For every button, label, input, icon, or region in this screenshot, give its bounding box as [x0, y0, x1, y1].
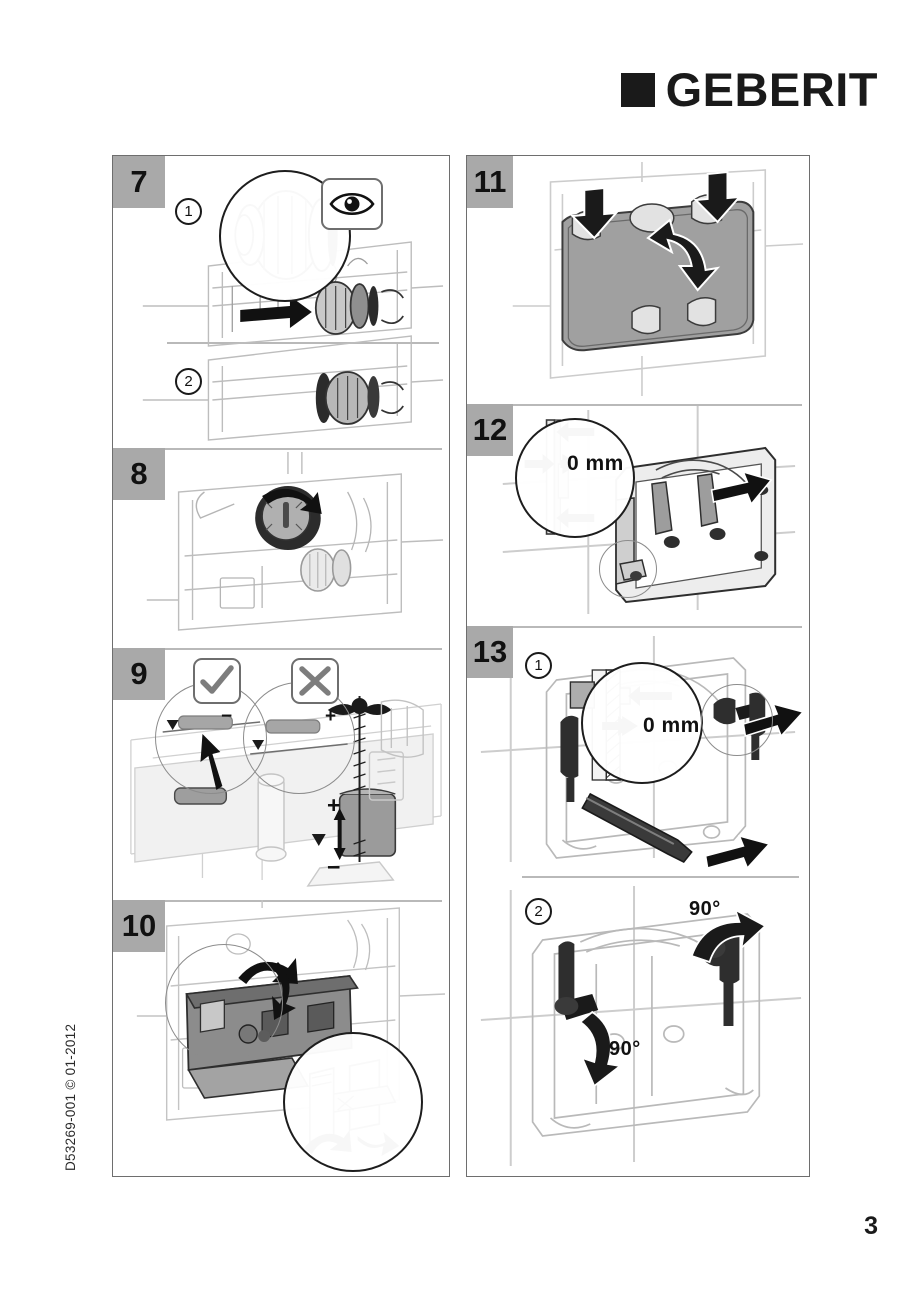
- measurement-label-13: 0 mm: [643, 714, 700, 737]
- step-panel-12: 12 0 mm: [467, 404, 809, 626]
- plus-label-upper: +: [325, 706, 337, 727]
- illustration-step-8: [113, 448, 449, 648]
- measurement-label-12: 0 mm: [567, 452, 624, 475]
- brand-square-icon: [620, 72, 655, 107]
- angle-label-upper: 90°: [689, 898, 721, 920]
- step-panel-11: 11: [467, 156, 809, 404]
- step-badge-9: 9: [113, 648, 165, 700]
- step-panel-8: 8: [113, 448, 449, 648]
- step-panel-7: 7 1 2: [113, 156, 449, 448]
- substep-7-2: 2: [175, 368, 202, 395]
- substep-7-1: 1: [175, 198, 202, 225]
- angle-label-lower: 90°: [609, 1038, 641, 1060]
- step-panel-10: 10: [113, 900, 449, 1178]
- detail-circle-gap-12: [515, 418, 635, 538]
- check-icon: [193, 658, 241, 704]
- detail-circle-housing: [165, 944, 283, 1062]
- minus-label-lower: −: [327, 854, 341, 880]
- eye-icon: [321, 178, 383, 230]
- cross-icon: [291, 658, 339, 704]
- detail-circle-retainer-13: [701, 684, 773, 756]
- left-column: 7 1 2: [112, 155, 450, 1177]
- brand-name: GEBERIT: [665, 63, 878, 116]
- document-code: D53269-001 © 01-2012: [63, 1023, 78, 1171]
- step-badge-8: 8: [113, 448, 165, 500]
- detail-circle-source-12: [599, 540, 657, 598]
- substep-13-2: 2: [525, 898, 552, 925]
- illustration-step-11: [467, 156, 809, 404]
- page-number: 3: [864, 1212, 878, 1240]
- step-panel-13: 13 1 2 0 mm 90° 90°: [467, 626, 809, 1174]
- step-badge-11: 11: [467, 156, 513, 208]
- step-badge-13: 13: [467, 626, 513, 678]
- right-column: 11: [466, 155, 810, 1177]
- step-panel-9: 9 + − + −: [113, 648, 449, 900]
- detail-circle-clip: [283, 1032, 423, 1172]
- step-badge-12: 12: [467, 404, 513, 456]
- geberit-logo: GEBERIT: [620, 63, 878, 116]
- step-badge-10: 10: [113, 900, 165, 952]
- step-badge-7: 7: [113, 156, 165, 208]
- minus-label-upper: −: [221, 706, 233, 727]
- plus-label-lower: +: [327, 792, 341, 818]
- substep-13-1: 1: [525, 652, 552, 679]
